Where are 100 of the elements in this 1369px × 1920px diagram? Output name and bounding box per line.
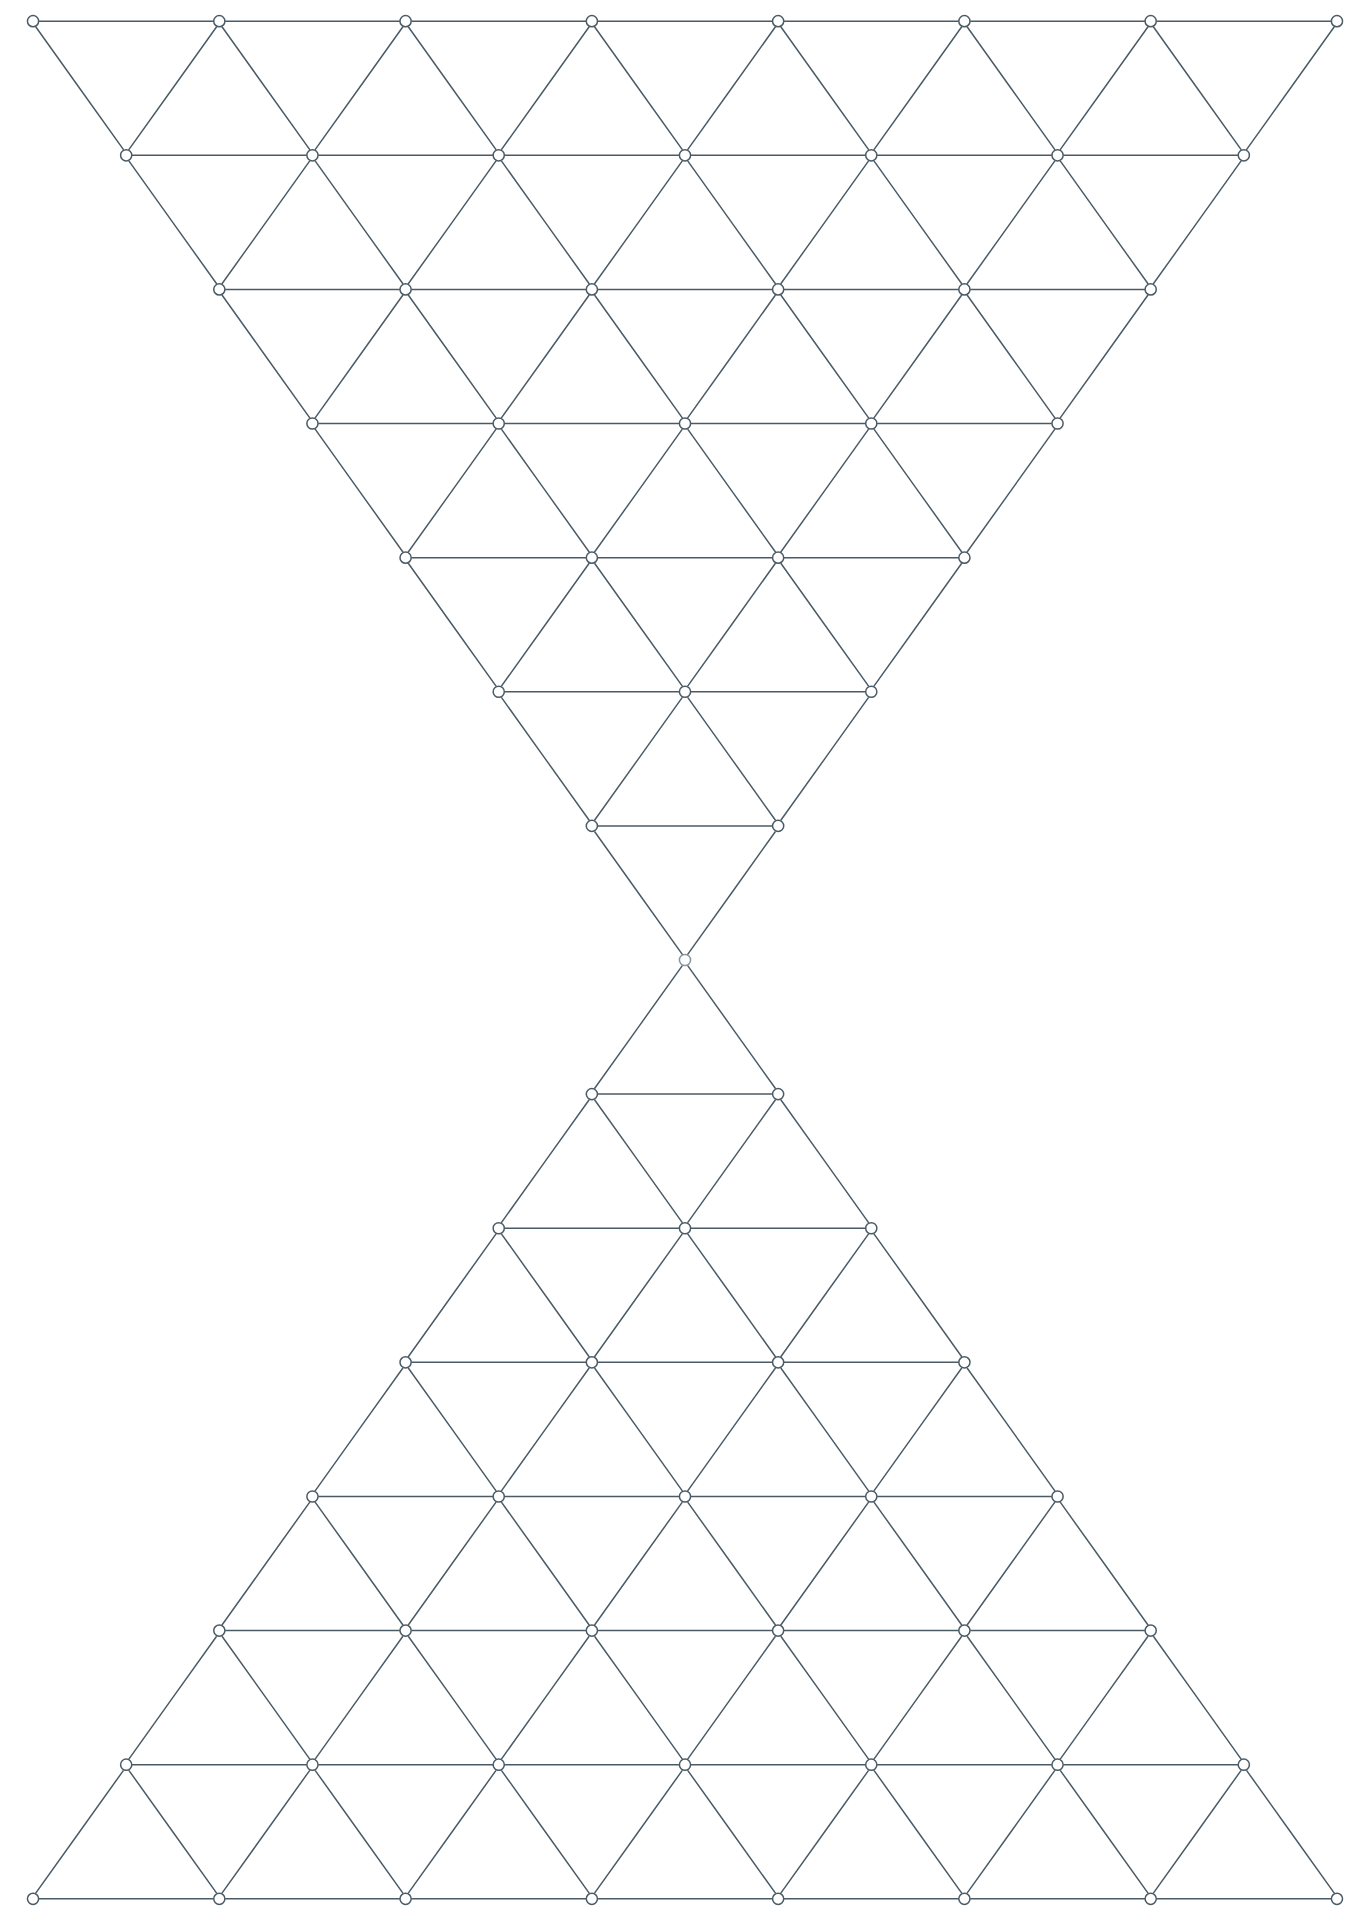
node-circle	[305, 148, 319, 162]
node-circle	[398, 1892, 412, 1906]
node-circle	[771, 1356, 784, 1369]
node-circle	[491, 1490, 505, 1503]
node-circle	[771, 1087, 784, 1101]
connector	[968, 288, 1146, 291]
connector	[872, 1367, 962, 1492]
connector	[782, 1898, 959, 1900]
node-circle	[678, 1490, 691, 1503]
connector	[965, 1367, 1056, 1492]
connector	[875, 1495, 1053, 1498]
connector	[1062, 1763, 1239, 1766]
node-circle	[305, 1758, 319, 1772]
connector	[779, 696, 869, 822]
connector	[503, 691, 680, 693]
node-circle	[1143, 1624, 1157, 1637]
connector	[593, 1501, 683, 1626]
connector	[593, 1233, 683, 1358]
node-circle	[864, 1221, 878, 1235]
connector	[500, 428, 590, 553]
connector	[317, 1495, 494, 1498]
node-circle	[1330, 1892, 1343, 1906]
connector	[1058, 26, 1149, 151]
connector	[689, 1763, 866, 1766]
connector	[686, 1367, 776, 1492]
connector	[313, 1769, 404, 1895]
connector	[1155, 20, 1332, 22]
node-circle	[1143, 14, 1157, 28]
connector	[596, 556, 773, 559]
node-circle	[957, 1892, 971, 1906]
connector	[872, 428, 963, 553]
node-circle	[398, 1624, 412, 1637]
connector	[503, 422, 680, 425]
node-circle	[305, 1490, 319, 1503]
connector	[689, 1227, 866, 1229]
connector	[127, 26, 217, 151]
connector	[503, 1763, 680, 1766]
connector	[500, 696, 590, 822]
connector	[317, 1763, 494, 1766]
connector	[686, 696, 776, 822]
node-circle	[771, 1892, 784, 1906]
connector	[968, 20, 1146, 22]
connector	[1059, 160, 1149, 285]
connector	[220, 1769, 310, 1895]
connector	[317, 422, 494, 425]
connector	[220, 26, 311, 151]
connector	[782, 288, 959, 291]
connector	[593, 1367, 683, 1492]
connector	[220, 160, 310, 285]
node-circle	[491, 685, 505, 699]
connector	[782, 1629, 959, 1632]
connector	[596, 1361, 773, 1364]
connector	[317, 154, 494, 157]
node-circle	[864, 1490, 878, 1503]
node-circle	[1143, 283, 1157, 296]
connector	[596, 1093, 773, 1095]
node-circle	[398, 1356, 412, 1369]
connector	[686, 428, 776, 553]
connector	[968, 1898, 1146, 1900]
node-circle	[212, 14, 226, 28]
node-circle	[678, 417, 691, 430]
connector	[37, 1898, 214, 1900]
connector	[130, 154, 308, 157]
node-circle	[771, 551, 784, 564]
connector	[500, 1367, 590, 1492]
connector	[593, 26, 683, 151]
connector	[313, 294, 404, 419]
connector	[872, 1769, 963, 1895]
connector	[1151, 1769, 1242, 1895]
connector	[34, 26, 124, 151]
connector	[686, 1635, 776, 1761]
connector	[220, 1635, 311, 1761]
node-circle	[1237, 1758, 1250, 1772]
node-circle	[864, 417, 878, 430]
node-circle	[957, 1356, 971, 1369]
connector	[500, 562, 590, 688]
connector	[406, 1233, 497, 1358]
connector	[686, 1501, 776, 1626]
node-circle	[771, 283, 784, 296]
connector	[500, 1769, 590, 1895]
node-circle	[1050, 1490, 1064, 1503]
connector	[500, 1635, 590, 1761]
connector	[875, 154, 1053, 157]
connector	[965, 294, 1056, 419]
connector	[500, 1099, 590, 1224]
connector	[500, 26, 590, 151]
connector	[779, 1099, 869, 1224]
connector	[593, 428, 683, 553]
connector	[686, 1099, 776, 1224]
node-circle	[957, 283, 971, 296]
connector	[223, 1629, 401, 1632]
node-circle	[771, 14, 784, 28]
connector	[407, 26, 497, 151]
connector	[593, 964, 683, 1090]
connector	[127, 160, 218, 285]
connector	[689, 691, 866, 693]
connector	[223, 1898, 401, 1900]
connector	[593, 294, 683, 419]
connector	[410, 556, 587, 559]
node-circle	[678, 148, 691, 162]
